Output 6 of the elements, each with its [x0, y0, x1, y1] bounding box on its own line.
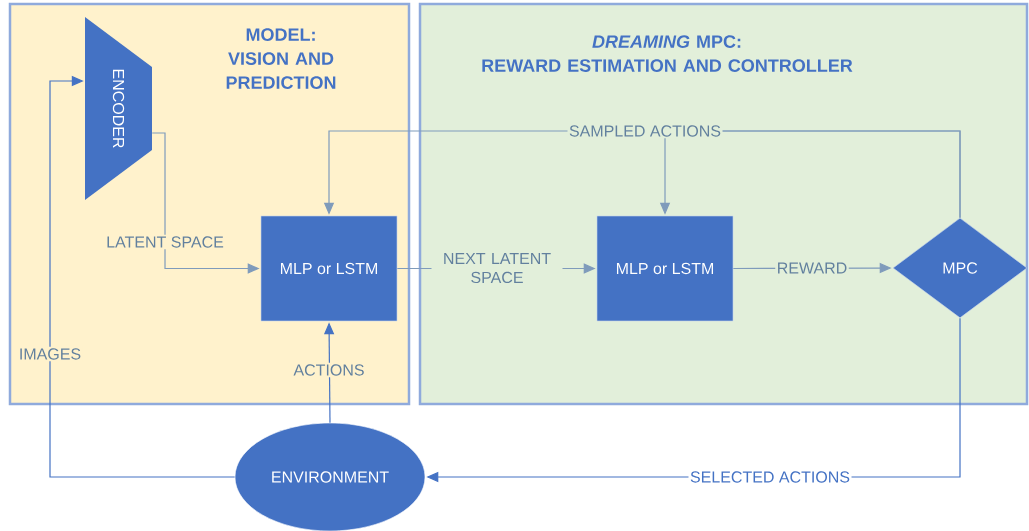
arrow: [49, 75, 236, 478]
process-box: MLP or LSTM: [260, 215, 398, 322]
edge-label: SELECTED ACTIONS: [688, 469, 852, 485]
process-box: MLP or LSTM: [596, 215, 734, 322]
encoder-trapezoid: ENCODER: [85, 17, 152, 200]
edge-label: NEXT LATENT SPACE: [431, 251, 563, 285]
